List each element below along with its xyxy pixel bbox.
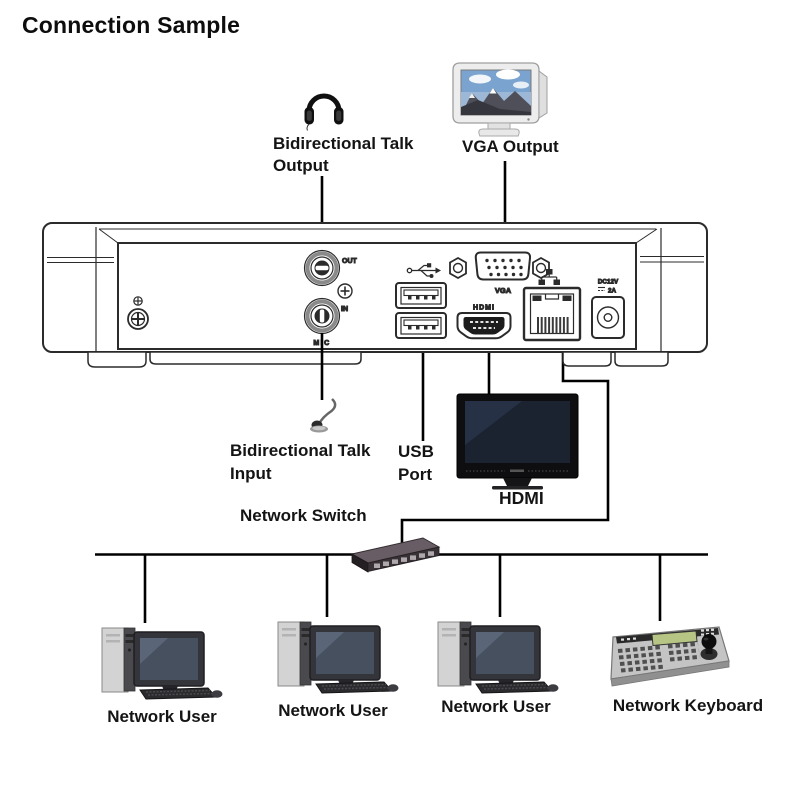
label-usb-port-line2: Port	[398, 465, 432, 484]
label-usb-port-line1: USB	[398, 442, 434, 461]
hdmi-port-label: HDMI	[473, 305, 495, 312]
audio-out-label: OUT	[342, 258, 358, 265]
label-talk-input-line1: Bidirectional Talk	[230, 441, 371, 460]
ground-screw-icon	[127, 296, 149, 330]
audio-out-port: OUT	[303, 249, 358, 287]
label-talk-output-line1: Bidirectional Talk	[273, 134, 414, 153]
usb-ports	[395, 263, 447, 339]
label-talk-output: Bidirectional Talk Output	[273, 133, 413, 177]
vga-monitor-icon	[452, 62, 548, 137]
microphone-icon	[310, 398, 337, 433]
network-keyboard-icon	[610, 626, 730, 687]
label-talk-input: Bidirectional Talk Input	[230, 439, 370, 485]
label-talk-input-line2: Input	[230, 464, 272, 483]
ethernet-port	[522, 269, 582, 342]
page-title: Connection Sample	[22, 12, 241, 38]
headphones-icon	[304, 93, 344, 131]
panel-screw-icon	[337, 283, 353, 299]
label-usb-port: USB Port	[398, 440, 434, 486]
nvr-rear-panel: OUT IN MIC	[42, 222, 708, 400]
network-user-pc-3-image	[437, 621, 560, 694]
label-network-user-1: Network User	[107, 707, 217, 726]
audio-in-label: IN	[341, 306, 348, 313]
chassis-feet	[87, 351, 669, 368]
label-hdmi: HDMI	[499, 488, 544, 508]
vga-port: VGA	[449, 251, 550, 296]
dc-power-label: DC12V	[598, 279, 619, 286]
label-vga-output: VGA Output	[462, 137, 559, 156]
hdmi-tv-icon	[456, 393, 579, 490]
dc-power-port: DC12V 2A	[591, 278, 625, 339]
label-network-switch: Network Switch	[240, 506, 367, 525]
label-network-user-2: Network User	[278, 701, 388, 720]
label-network-keyboard: Network Keyboard	[612, 696, 764, 715]
dc-power-rating: 2A	[608, 288, 617, 295]
network-switch-icon	[350, 537, 441, 573]
label-talk-output-line2: Output	[273, 156, 329, 175]
label-network-user-3: Network User	[441, 697, 551, 716]
network-user-pc-1-image	[101, 627, 224, 700]
audio-in-port: IN	[303, 297, 349, 335]
ethernet-icon	[538, 269, 560, 285]
hdmi-port: HDMI	[456, 304, 512, 340]
vga-port-label: VGA	[495, 286, 512, 295]
usb-icon	[406, 263, 441, 278]
network-user-pc-2-image	[277, 621, 400, 694]
line-ethernet-to-switch	[400, 340, 610, 544]
